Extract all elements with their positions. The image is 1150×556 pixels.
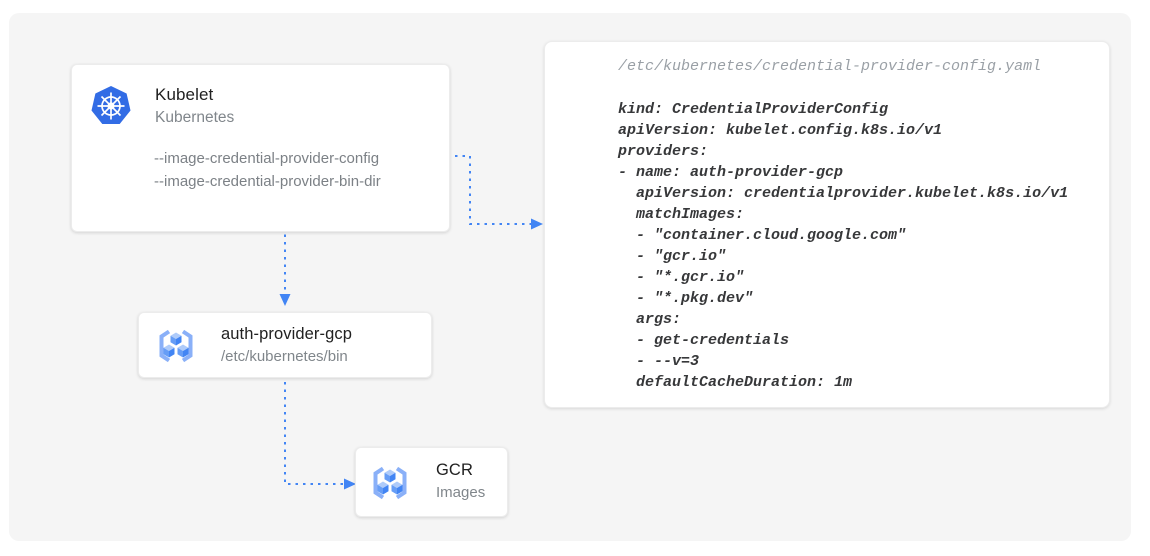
kubelet-subtitle: Kubernetes bbox=[155, 109, 235, 126]
yaml-line: - "*.pkg.dev" bbox=[618, 290, 754, 307]
gcr-icon bbox=[368, 461, 412, 505]
auth-provider-title: auth-provider-gcp bbox=[221, 325, 353, 343]
yaml-line: providers: bbox=[618, 143, 709, 160]
node-kubelet: Kubelet Kubernetes --image-credential-pr… bbox=[71, 64, 450, 232]
kubelet-flag-bin-dir: --image-credential-provider-bin-dir bbox=[154, 173, 381, 190]
yaml-line: args: bbox=[618, 311, 682, 328]
yaml-line: defaultCacheDuration: 1m bbox=[618, 374, 853, 391]
yaml-line: kind: CredentialProviderConfig bbox=[618, 101, 889, 118]
node-auth-provider-gcp: auth-provider-gcp /etc/kubernetes/bin bbox=[138, 312, 432, 378]
auth-provider-subtitle: /etc/kubernetes/bin bbox=[221, 348, 348, 365]
yaml-line: - "gcr.io" bbox=[618, 248, 727, 265]
gcr-subtitle: Images bbox=[436, 484, 486, 501]
yaml-line: apiVersion: kubelet.config.k8s.io/v1 bbox=[618, 122, 943, 139]
yaml-line: - "container.cloud.google.com" bbox=[618, 227, 907, 244]
yaml-line: - name: auth-provider-gcp bbox=[618, 164, 844, 181]
yaml-line: matchImages: bbox=[618, 206, 745, 223]
config-filename: /etc/kubernetes/credential-provider-conf… bbox=[618, 58, 1042, 75]
yaml-code-block: kind: CredentialProviderConfig apiVersio… bbox=[618, 99, 1099, 393]
config-file-panel: /etc/kubernetes/credential-provider-conf… bbox=[544, 41, 1110, 408]
yaml-line: - "*.gcr.io" bbox=[618, 269, 745, 286]
kubelet-flag-config: --image-credential-provider-config bbox=[154, 150, 380, 167]
yaml-line: apiVersion: credentialprovider.kubelet.k… bbox=[618, 185, 1069, 202]
yaml-line: - get-credentials bbox=[618, 332, 790, 349]
kubelet-flags: --image-credential-provider-config --ima… bbox=[154, 147, 381, 193]
kubernetes-icon bbox=[89, 84, 133, 128]
gcr-title: GCR bbox=[436, 461, 473, 479]
node-gcr: GCR Images bbox=[355, 447, 508, 517]
yaml-line: - --v=3 bbox=[618, 353, 700, 370]
gcr-icon bbox=[154, 324, 198, 368]
kubelet-title: Kubelet bbox=[155, 85, 214, 104]
